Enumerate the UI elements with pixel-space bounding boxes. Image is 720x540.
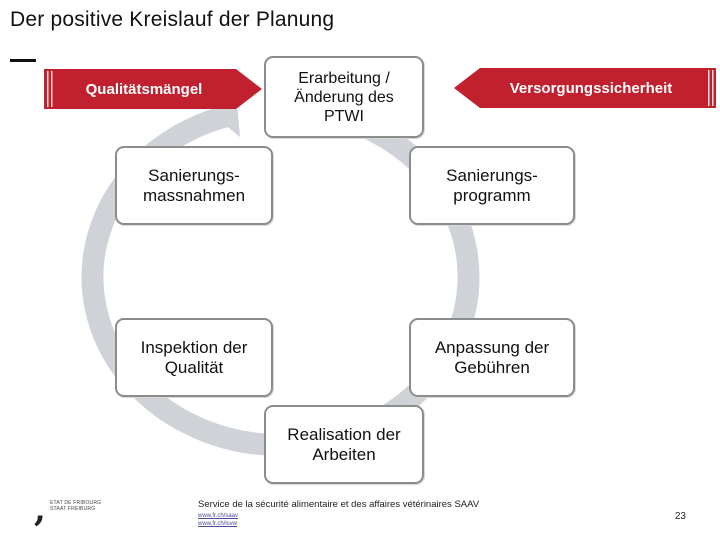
- arrow-right-shape: [44, 69, 262, 109]
- box-inspektion-qualitaet: Inspektion der Qualität: [115, 318, 273, 397]
- footer-link-lsvw[interactable]: www.fr.ch/lsvw: [198, 521, 238, 527]
- title-underline: [10, 59, 36, 62]
- page-number: 23: [674, 511, 686, 522]
- arrow-left-shape: [454, 68, 716, 108]
- box-realisation-arbeiten: Realisation der Arbeiten: [264, 405, 424, 484]
- footer-link-saav[interactable]: www.fr.ch/saav: [198, 513, 239, 519]
- box-erarbeitung-ptwi: Erarbeitung / Änderung des PTWI: [264, 56, 424, 138]
- logo-comma-icon: ,: [34, 490, 46, 530]
- arrow-label: Versorgungssicherheit: [509, 79, 673, 97]
- page-title: Der positive Kreislauf der Planung: [10, 8, 335, 31]
- box-sanierungsprogramm: Sanierungs- programm: [409, 146, 575, 225]
- box-sanierungsmassnahmen: Sanierungs- massnahmen: [115, 146, 273, 225]
- arrow-versorgungssicherheit: Versorgungssicherheit: [454, 68, 716, 108]
- box-anpassung-gebuehren: Anpassung der Gebühren: [409, 318, 575, 397]
- arrow-qualitaetsmaengel: Qualitätsmängel: [44, 69, 262, 109]
- logo-line-2: STAAT FREIBURG: [50, 506, 96, 512]
- logo-line-1: ETAT DE FRIBOURG: [50, 500, 102, 506]
- footer-service-text: Service de la sécurité alimentaire et de…: [198, 499, 480, 510]
- arrow-label: Qualitätsmängel: [85, 80, 203, 98]
